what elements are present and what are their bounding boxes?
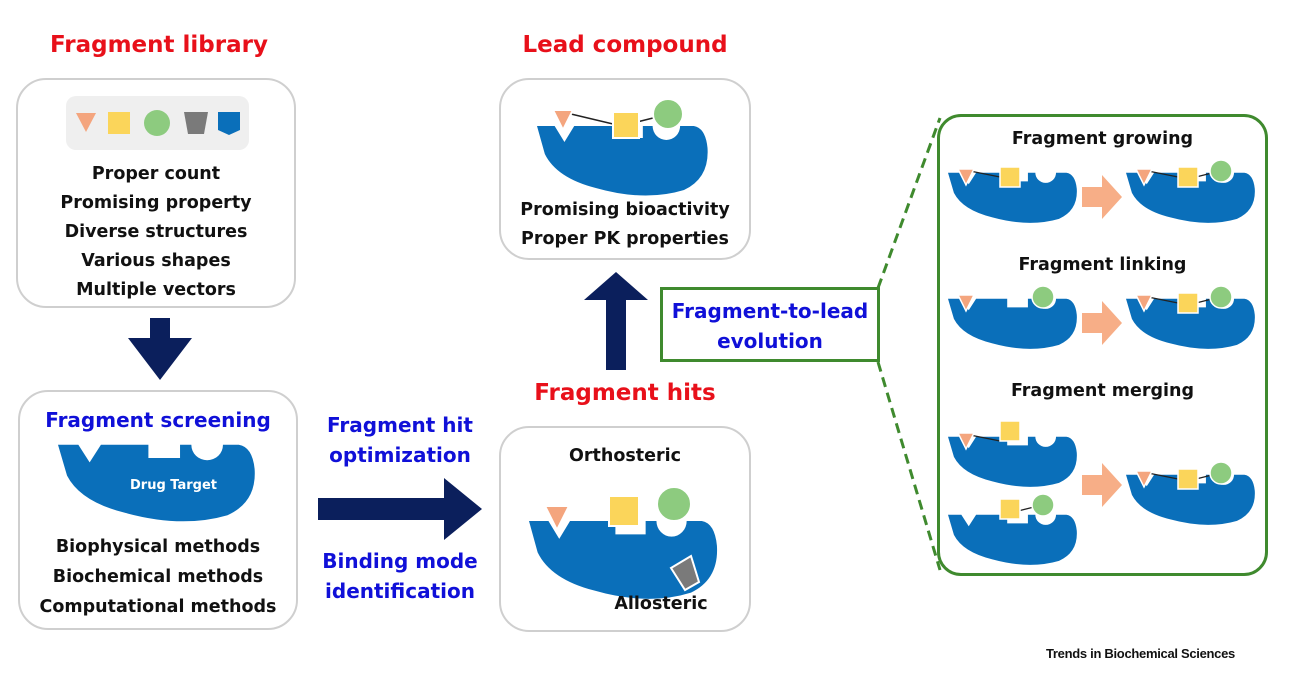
transform-arrow-icon [1082, 301, 1122, 345]
square-fragment-icon [612, 111, 640, 139]
orthosteric-label: Orthosteric [568, 446, 681, 466]
fragment-shapes [76, 110, 240, 136]
triangle-fragment-icon [543, 505, 571, 533]
fragment-screening-box: Fragment screening Drug Target Biophysic… [18, 390, 298, 630]
pentagon-fragment-icon [218, 112, 240, 135]
lead-compound-box: Promising bioactivity Proper PK properti… [499, 78, 751, 260]
binding-mode-label-line: identification [325, 579, 475, 603]
optimization-label: Fragment hit optimization [306, 410, 494, 470]
fragment-library-title: Fragment library [50, 32, 268, 58]
transform-arrow-icon [1082, 463, 1122, 507]
fragment-to-lead-box: Fragment-to-lead evolution [660, 287, 880, 362]
circle-fragment-icon [652, 98, 684, 130]
merging-illustration [948, 420, 1255, 565]
growing-illustration [948, 159, 1255, 223]
transform-arrow-icon [1082, 175, 1122, 219]
fragment-hits-box: Orthosteric Allosteric [499, 426, 751, 632]
fragment-hits-title: Fragment hits [534, 380, 716, 406]
criterion-item: Promising property [60, 193, 252, 213]
fragment-shape-panel [66, 96, 249, 150]
method-item: Biophysical methods [55, 537, 261, 557]
binding-mode-label-line: Binding mode [322, 549, 478, 573]
criterion-item: Various shapes [81, 251, 231, 271]
fragment-screening-title: Fragment screening [45, 408, 271, 432]
circle-fragment-icon [656, 486, 692, 522]
down-arrow-icon [128, 318, 192, 380]
right-arrow-icon [318, 478, 482, 540]
property-item: Proper PK properties [521, 229, 729, 249]
optimization-label-line: Fragment hit [327, 413, 473, 437]
criterion-item: Proper count [91, 164, 221, 184]
lead-compound-illustration [537, 98, 708, 196]
screening-methods-list: Biophysical methods Biochemical methods … [20, 532, 296, 622]
binding-mode-label: Binding mode identification [306, 546, 494, 606]
library-criteria-list: Proper count Promising property Diverse … [18, 160, 294, 305]
trapezoid-fragment-icon [669, 554, 701, 592]
evolution-label-line: evolution [717, 329, 823, 353]
optimization-label-line: optimization [329, 443, 471, 467]
strategy-title-growing: Fragment growing [1011, 129, 1194, 149]
evolution-strategies-panel: Fragment growing Fragment linking Fragme… [937, 114, 1268, 576]
lead-compound-title: Lead compound [522, 32, 728, 58]
square-fragment-icon [108, 112, 130, 134]
criterion-item: Diverse structures [64, 222, 248, 242]
evolution-label-line: Fragment-to-lead [671, 299, 869, 323]
lead-properties-list: Promising bioactivity Proper PK properti… [501, 196, 749, 254]
square-fragment-icon [608, 495, 640, 527]
criterion-item: Multiple vectors [76, 280, 236, 300]
triangle-fragment-icon [76, 113, 96, 132]
trapezoid-fragment-icon [184, 112, 208, 134]
method-item: Biochemical methods [52, 567, 264, 587]
linking-illustration [948, 285, 1255, 349]
triangle-fragment-icon [551, 109, 575, 133]
property-item: Promising bioactivity [520, 200, 730, 220]
strategy-title-linking: Fragment linking [1018, 255, 1187, 275]
method-item: Computational methods [39, 597, 277, 617]
up-arrow-icon [584, 272, 648, 370]
circle-fragment-icon [144, 110, 170, 136]
drug-target-label: Drug Target [130, 478, 218, 493]
source-credit: Trends in Biochemical Sciences [1046, 646, 1235, 661]
fragment-hits-illustration [529, 486, 718, 599]
fragment-library-box: Proper count Promising property Diverse … [16, 78, 296, 308]
dashed-connector [876, 117, 942, 571]
allosteric-label: Allosteric [614, 594, 708, 614]
strategy-title-merging: Fragment merging [1010, 381, 1195, 401]
